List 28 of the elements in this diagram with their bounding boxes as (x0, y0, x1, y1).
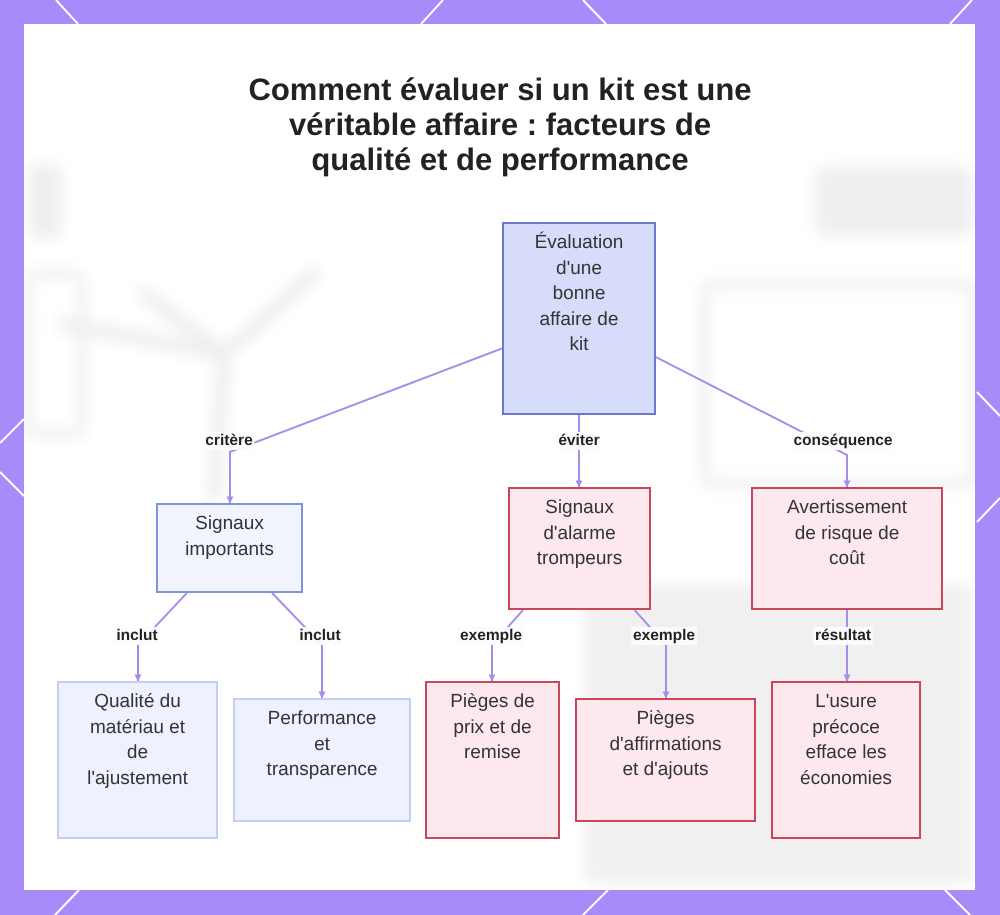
criterion-box (233, 698, 411, 822)
criterion-box (57, 681, 218, 839)
warning-box (771, 681, 921, 839)
warning-box (751, 487, 943, 610)
node-label: Performance et transparence (266, 707, 378, 782)
node-label: Qualité du matériau et de l'ajustement (86, 690, 189, 790)
node-label: Signaux d'alarme trompeurs (536, 496, 624, 571)
edge-label: inclut (297, 627, 343, 645)
edge-label: inclut (114, 627, 160, 645)
node-label: Évaluation d'une bonne affaire de kit (534, 230, 624, 357)
edge-label: exemple (458, 627, 524, 645)
root-concept-box (502, 222, 656, 415)
edge-label: éviter (556, 432, 602, 450)
warning-box (508, 487, 651, 610)
edge-label: critère (203, 432, 255, 450)
edge-label: exemple (630, 627, 698, 645)
diagram-title: Comment évaluer si un kit est une véritable affaire : facteurs de qualité et de performance (247, 72, 753, 177)
edge-label: conséquence (791, 432, 895, 450)
node-label: Pièges d'affirmations et d'ajouts (608, 707, 723, 782)
node-label: L'usure précoce efface les économies (799, 690, 893, 790)
warning-box (575, 698, 756, 822)
category-box (156, 503, 303, 593)
edge-label: résultat (813, 627, 873, 645)
connector-arrow (226, 347, 502, 504)
warning-box (425, 681, 560, 839)
node-label: Signaux importants (184, 512, 275, 562)
node-label: Pièges de prix et de remise (449, 690, 536, 765)
node-label: Avertissement de risque de coût (786, 496, 908, 571)
